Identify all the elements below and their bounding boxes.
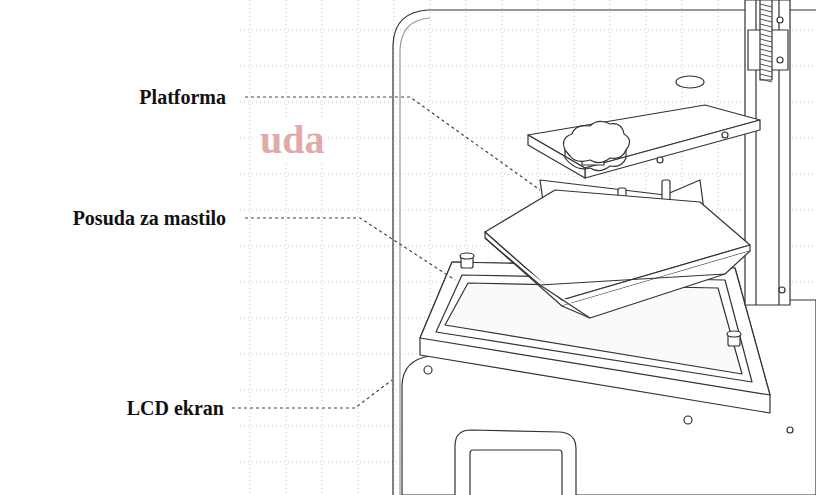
leader-line	[245, 218, 455, 280]
part-label: Posuda za mastilo	[73, 206, 226, 230]
background-grid	[240, 0, 816, 495]
watermark: uda	[258, 118, 327, 162]
leader-line	[245, 97, 540, 190]
leader-line	[232, 380, 392, 408]
printer-drawing	[393, 0, 816, 495]
part-label: LCD ekran	[127, 396, 224, 420]
leader-lines	[232, 97, 540, 408]
part-label: Platforma	[139, 85, 226, 109]
